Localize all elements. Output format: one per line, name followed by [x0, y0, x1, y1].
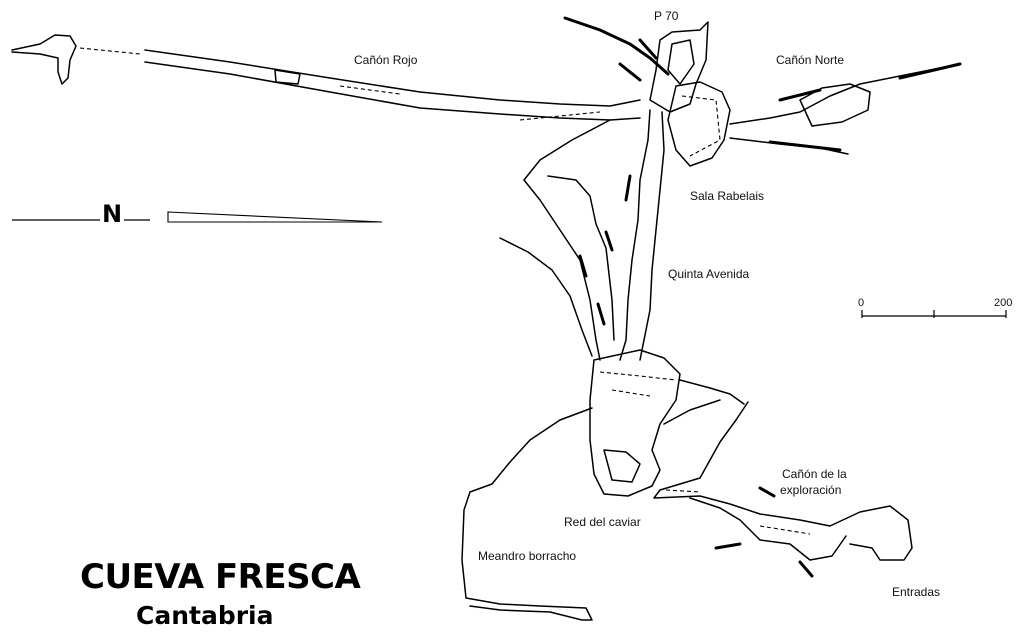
label-quinta-avenida: Quinta Avenida [668, 267, 750, 281]
passage-west-branches-thick [578, 174, 632, 326]
cave-passages [11, 16, 962, 621]
scale-bar-start-label: 0 [858, 297, 864, 309]
label-canon-rojo: Cañón Rojo [354, 53, 418, 67]
north-arrow-wedge [167, 211, 383, 223]
passage-canon-norte-thick [768, 62, 962, 152]
map-title: CUEVA FRESCA [80, 557, 362, 597]
passage-canon-exploracion-dashed [665, 489, 811, 535]
passage-quinta-avenida [619, 109, 665, 361]
passage-canon-rojo-dashed [79, 47, 601, 121]
label-canon-exploracion-line1: Cañón de la [782, 467, 847, 481]
passage-canon-rojo [11, 34, 641, 121]
passage-canon-exploracion-thick [714, 486, 814, 578]
label-entradas: Entradas [892, 585, 940, 599]
label-meandro-borracho: Meandro borracho [478, 549, 576, 563]
label-canon-norte: Cañón Norte [776, 53, 844, 67]
label-sala-rabelais: Sala Rabelais [690, 189, 764, 203]
place-labels: P 70 Cañón Rojo Cañón Norte Sala Rabelai… [354, 9, 940, 599]
north-label: N [102, 200, 122, 228]
north-arrow: N [12, 200, 383, 228]
scale-bar: 0 200 [858, 297, 1012, 318]
passage-meandro-borracho [461, 407, 593, 621]
chamber-sala-rabelais [667, 81, 731, 167]
passage-west-branches [499, 119, 615, 361]
passage-p70-north-branch [563, 16, 670, 82]
passage-p70 [649, 21, 709, 113]
map-title-block: CUEVA FRESCA Cantabria [80, 557, 362, 630]
network-red-del-caviar [589, 349, 745, 497]
label-red-del-caviar: Red del caviar [564, 515, 641, 529]
label-p70: P 70 [654, 9, 679, 23]
passage-canon-norte [729, 63, 961, 155]
network-red-del-caviar-dashed [599, 371, 677, 397]
map-subtitle: Cantabria [136, 601, 274, 630]
chamber-sala-rabelais-dashed [681, 95, 721, 157]
passage-canon-exploracion [653, 401, 913, 561]
label-canon-exploracion-line2: exploración [780, 483, 841, 497]
scale-bar-end-label: 200 [994, 297, 1012, 309]
